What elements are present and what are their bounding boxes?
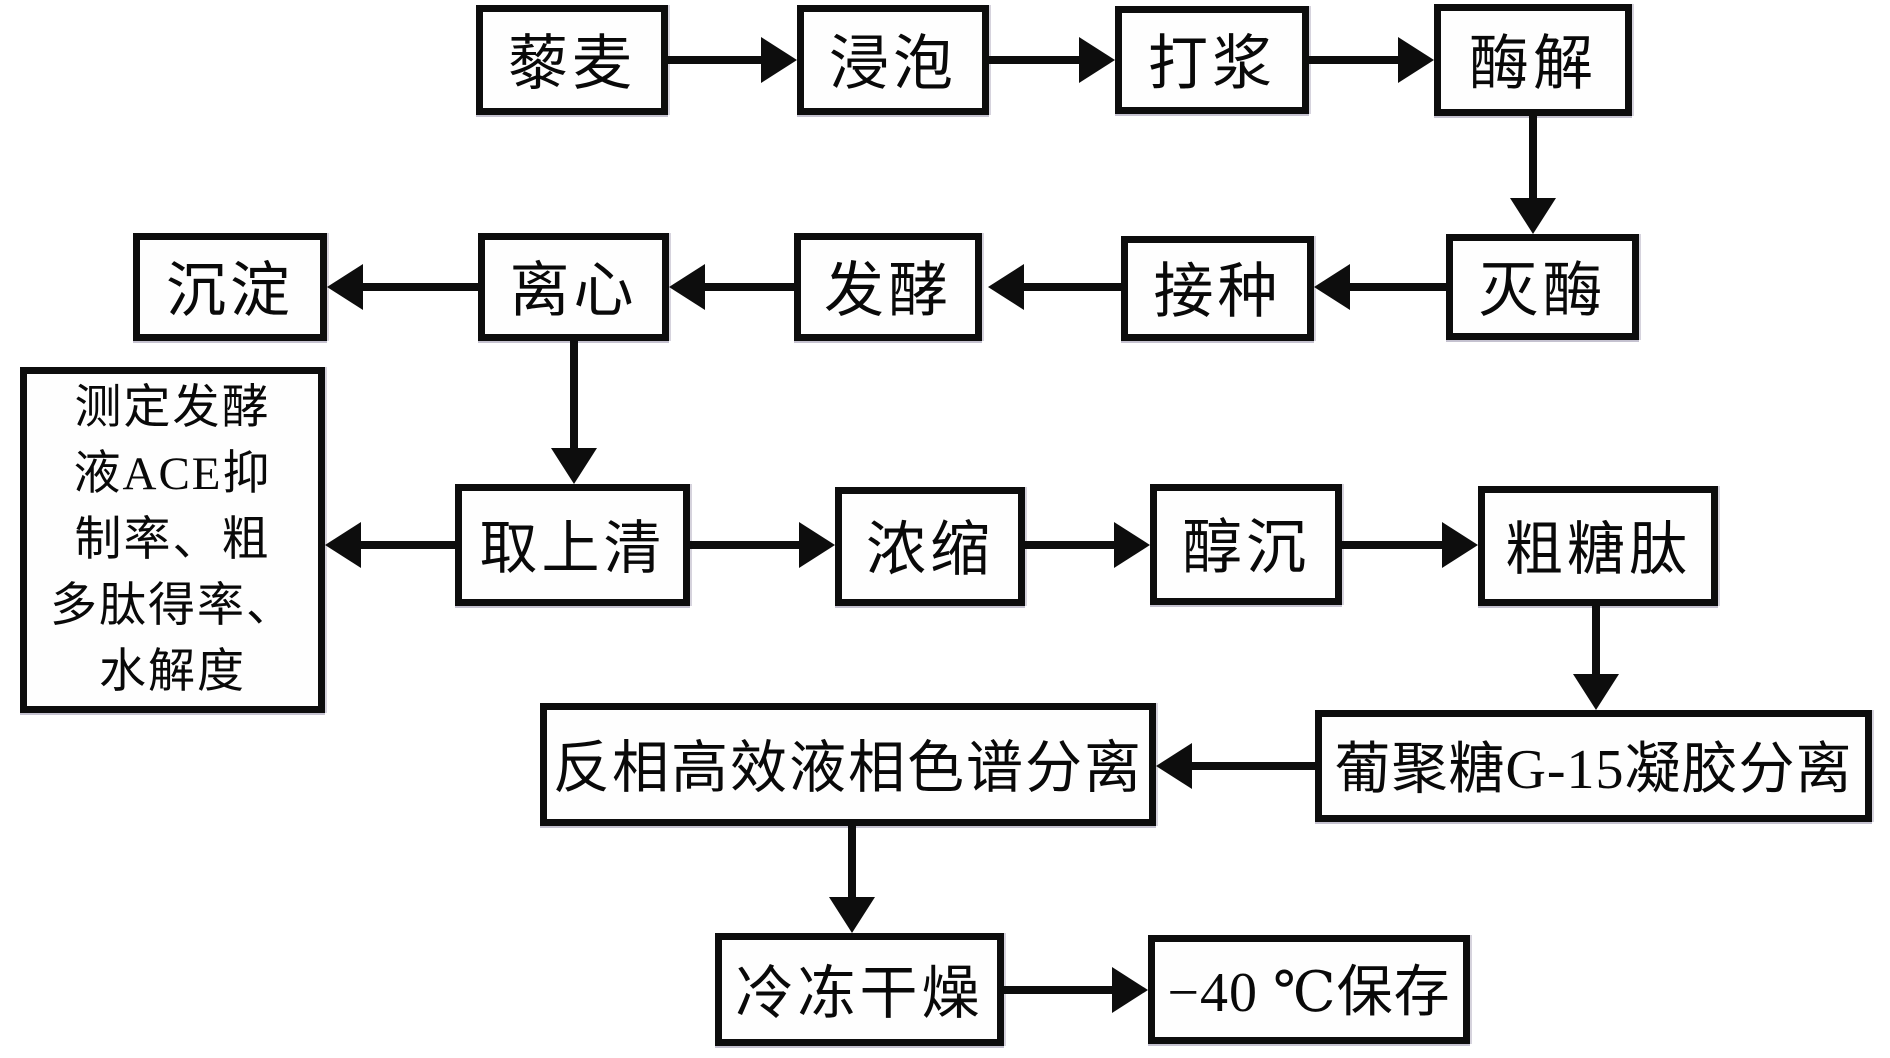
assay-line: 水解度 [99, 646, 246, 698]
node-quinoa: 藜麦 [476, 5, 668, 115]
node-assay: 测定发酵 液ACE抑 制率、粗 多肽得率、 水解度 [20, 367, 325, 713]
node-concentrate: 浓缩 [835, 487, 1025, 606]
node-inactivation: 灭酶 [1446, 234, 1639, 340]
node-pulp: 打浆 [1115, 6, 1309, 114]
node-label: 酶解 [1469, 30, 1597, 97]
node-label: 浓缩 [866, 517, 994, 583]
node-supernatant: 取上清 [455, 484, 690, 606]
node-label: 反相高效液相色谱分离 [553, 736, 1143, 800]
node-enzymolysis: 酶解 [1434, 4, 1632, 116]
node-rp-hplc: 反相高效液相色谱分离 [540, 703, 1156, 826]
node-label: 取上清 [479, 516, 666, 581]
node-label: 接种 [1153, 259, 1282, 325]
node-alcohol-precipitation: 醇沉 [1150, 484, 1342, 605]
node-label: 醇沉 [1182, 515, 1310, 581]
node-label: 灭酶 [1478, 257, 1607, 324]
node-label: 离心 [509, 257, 638, 324]
node-sephadex-g15: 葡聚糖G-15凝胶分离 [1315, 710, 1872, 822]
node-precipitate: 沉淀 [133, 233, 327, 341]
node-label: −40 ℃保存 [1167, 962, 1451, 1024]
node-label: 藜麦 [508, 30, 636, 97]
node-label: 打浆 [1148, 30, 1276, 97]
node-label: 粗糖肽 [1504, 517, 1691, 582]
node-label: 沉淀 [166, 257, 294, 324]
assay-line: 测定发酵 [74, 382, 271, 434]
node-label: 发酵 [824, 257, 952, 324]
node-crude-glycopeptide: 粗糖肽 [1478, 486, 1718, 606]
node-freeze-dry: 冷冻干燥 [715, 933, 1004, 1046]
node-label: 葡聚糖G-15凝胶分离 [1334, 738, 1853, 801]
node-inoculation: 接种 [1121, 236, 1314, 341]
assay-line: 液ACE抑 [73, 448, 272, 500]
assay-line: 多肽得率、 [50, 580, 295, 632]
assay-line: 制率、粗 [74, 514, 271, 566]
node-soak: 浸泡 [797, 5, 989, 115]
node-label: 浸泡 [829, 30, 957, 97]
node-fermentation: 发酵 [794, 233, 982, 341]
node-storage: −40 ℃保存 [1148, 935, 1470, 1044]
node-centrifuge: 离心 [478, 233, 669, 341]
node-label: 冷冻干燥 [735, 960, 984, 1026]
